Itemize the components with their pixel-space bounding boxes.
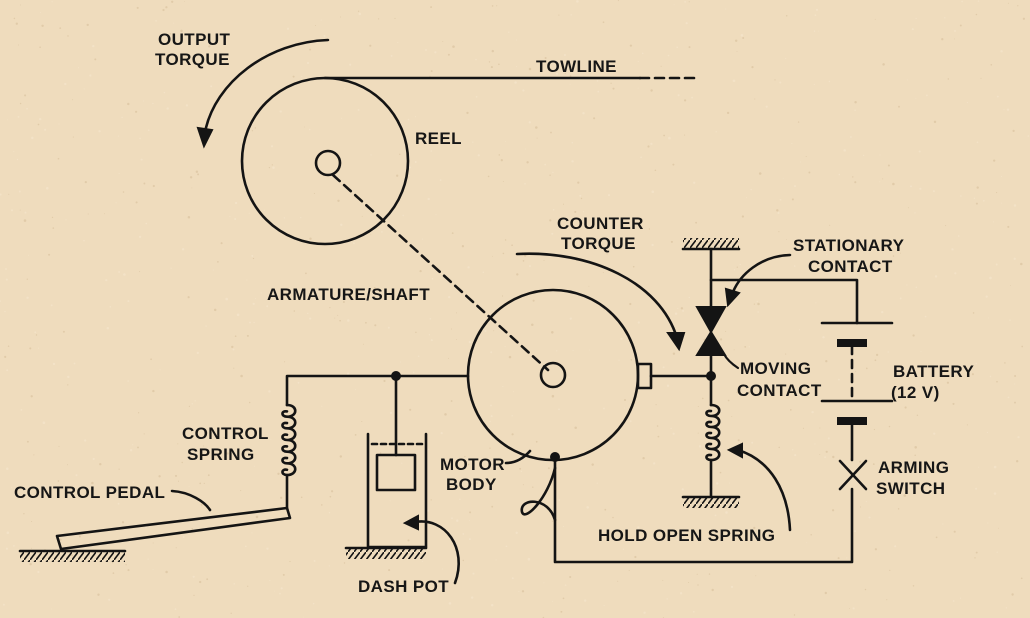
dash-pot-label: DASH POT — [358, 577, 449, 596]
hold-open-spring-label: HOLD OPEN SPRING — [598, 526, 775, 545]
control-pedal — [55, 506, 292, 551]
towline-label: TOWLINE — [536, 57, 617, 76]
control-pedal-pointer — [170, 489, 212, 512]
battery-label: BATTERY(12 V) — [891, 362, 974, 402]
ground-hold-open — [681, 495, 741, 508]
dash-pot — [366, 374, 428, 549]
battery — [820, 321, 894, 425]
hold-open-pointer — [726, 442, 792, 532]
motor — [466, 288, 653, 462]
wire-loop — [520, 466, 557, 522]
dash-pot-pointer — [402, 514, 460, 585]
moving-contact — [695, 330, 727, 356]
ground-top — [681, 238, 741, 251]
reel-label: REEL — [415, 129, 462, 148]
ground-dashpot — [344, 546, 428, 559]
hold-open-spring — [705, 403, 721, 462]
control-spring — [281, 403, 297, 477]
motor-body-pointer — [504, 449, 532, 465]
stationary-contact — [695, 306, 727, 335]
armature-shaft-line — [331, 173, 550, 372]
control-pedal-label: CONTROL PEDAL — [14, 483, 165, 502]
output-torque-arrow — [196, 38, 330, 149]
stationary-contact-pointer — [724, 253, 792, 308]
moving-contact-pointer — [722, 352, 740, 370]
counter-torque-arrow — [515, 252, 686, 352]
ground-pedal — [18, 549, 127, 562]
arming-switch — [838, 459, 868, 491]
armature-shaft-label: ARMATURE/SHAFT — [267, 285, 430, 304]
